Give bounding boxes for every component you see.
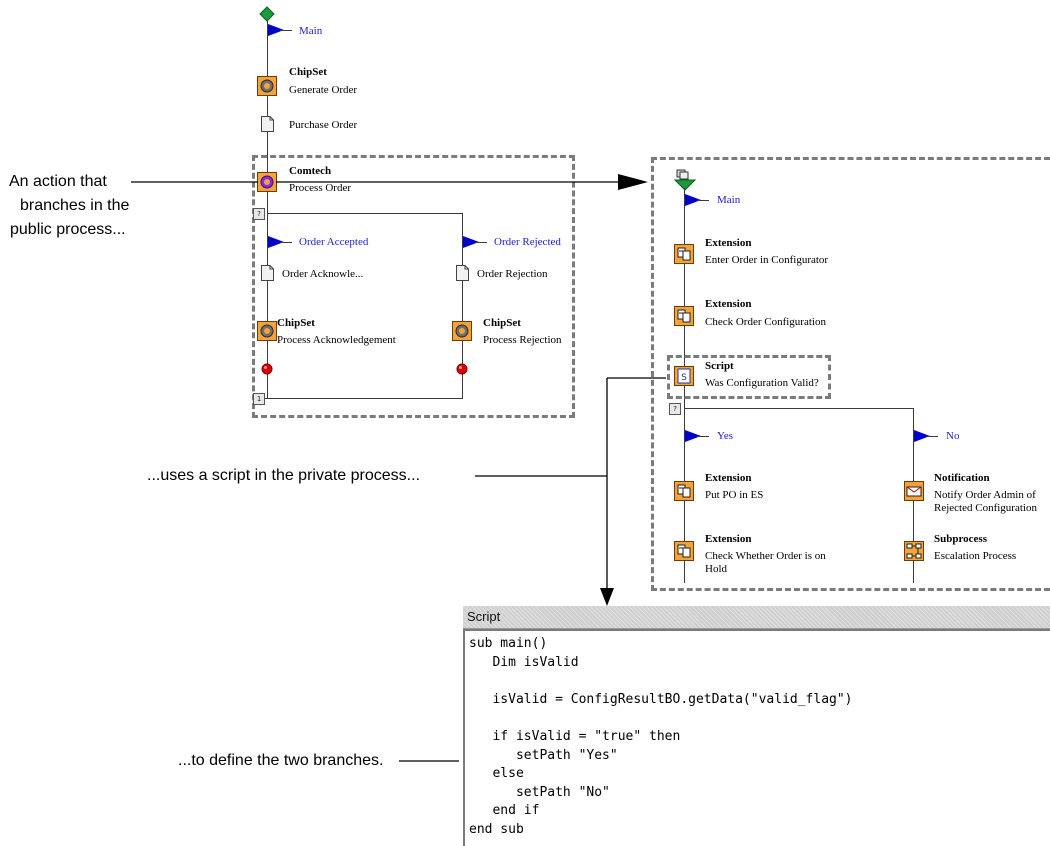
script-panel-title: Script bbox=[467, 609, 501, 624]
callout-action-line1: An action that bbox=[9, 173, 107, 190]
public-branch-dashed-box bbox=[252, 155, 575, 418]
public-branch-split bbox=[267, 213, 463, 214]
flag-icon bbox=[685, 194, 701, 206]
private-main-label: Main bbox=[717, 194, 741, 206]
document-icon[interactable] bbox=[261, 116, 274, 132]
extension-task-icon[interactable] bbox=[674, 481, 694, 501]
script-panel-titlebar: Script bbox=[463, 606, 1050, 629]
document-icon[interactable] bbox=[456, 265, 469, 281]
callout-uses-script: ...uses a script in the private process.… bbox=[147, 467, 421, 484]
ext1-subtitle: Enter Order in Configurator bbox=[705, 254, 829, 266]
script-task-icon[interactable]: S bbox=[674, 366, 694, 386]
doc-ack-label: Order Acknowle... bbox=[282, 268, 364, 280]
ext2-subtitle: Check Order Configuration bbox=[705, 316, 826, 328]
ext2-title: Extension bbox=[705, 298, 752, 310]
script-subtitle: Was Configuration Valid? bbox=[705, 377, 819, 389]
branch-no[interactable]: No bbox=[946, 430, 960, 442]
subprocess-title: Subprocess bbox=[934, 533, 987, 545]
chipset1-title: ChipSet bbox=[289, 66, 327, 78]
branch-yes[interactable]: Yes bbox=[717, 430, 734, 442]
ext1-title: Extension bbox=[705, 237, 752, 249]
flag-connector bbox=[280, 30, 292, 31]
flag-connector bbox=[475, 242, 487, 243]
script-code-area[interactable]: sub main() Dim isValid isValid = ConfigR… bbox=[463, 629, 1050, 846]
private-process-dashed-box bbox=[651, 157, 1050, 591]
public-main-label: Main bbox=[299, 25, 323, 37]
flag-icon bbox=[463, 236, 479, 248]
ext4-title: Extension bbox=[705, 533, 752, 545]
callout-define-branches: ...to define the two branches. bbox=[178, 752, 384, 769]
comtech-title: Comtech bbox=[289, 165, 332, 177]
ext3-subtitle: Put PO in ES bbox=[705, 489, 764, 501]
chipset1-subtitle: Generate Order bbox=[289, 84, 358, 96]
script-title: Script bbox=[705, 360, 734, 372]
decision-marker: ? bbox=[669, 403, 681, 415]
script-code: sub main() Dim isValid isValid = ConfigR… bbox=[469, 636, 853, 837]
callout-action-line2: branches in the bbox=[20, 197, 130, 214]
ext4-subtitle: Check Whether Order is on Hold bbox=[705, 550, 826, 575]
doc-rejection-label: Order Rejection bbox=[477, 268, 548, 280]
purchase-order-label: Purchase Order bbox=[289, 119, 358, 131]
chipset-task-icon[interactable] bbox=[452, 321, 472, 341]
end-point-icon bbox=[261, 363, 273, 375]
flag-icon bbox=[685, 430, 701, 442]
public-branch-right-line bbox=[462, 213, 463, 398]
branch-order-rejected[interactable]: Order Rejected bbox=[494, 236, 561, 248]
subprocess-subtitle: Escalation Process bbox=[934, 550, 1017, 562]
chipset-task-icon[interactable] bbox=[257, 321, 277, 341]
chipset-ack-title: ChipSet bbox=[277, 317, 315, 329]
extension-task-icon[interactable] bbox=[674, 306, 694, 326]
comtech-task-icon[interactable] bbox=[257, 172, 277, 192]
decision-marker: ? bbox=[253, 208, 265, 220]
flag-icon bbox=[268, 236, 284, 248]
chipset-rej-title: ChipSet bbox=[483, 317, 521, 329]
notification-subtitle: Notify Order Admin of Rejected Configura… bbox=[934, 489, 1037, 514]
extension-task-icon[interactable] bbox=[674, 541, 694, 561]
private-branch-split bbox=[684, 408, 914, 409]
join-marker: 1 bbox=[253, 393, 265, 405]
public-main-line bbox=[267, 20, 268, 398]
flag-icon bbox=[268, 24, 284, 36]
notification-task-icon[interactable] bbox=[904, 481, 924, 501]
callout-action-line3: public process... bbox=[10, 221, 126, 238]
chipset-ack-subtitle: Process Acknowledgement bbox=[277, 334, 396, 346]
public-branch-join bbox=[262, 398, 463, 399]
chipset-rej-subtitle: Process Rejection bbox=[483, 334, 562, 346]
end-point-icon bbox=[456, 363, 468, 375]
flag-connector bbox=[280, 242, 292, 243]
comtech-subtitle: Process Order bbox=[289, 182, 352, 194]
script-editor-panel: Script sub main() Dim isValid isValid = … bbox=[463, 606, 1050, 846]
ext3-title: Extension bbox=[705, 472, 752, 484]
chipset-task-icon[interactable] bbox=[257, 76, 277, 96]
document-icon[interactable] bbox=[261, 265, 274, 281]
branch-order-accepted[interactable]: Order Accepted bbox=[299, 236, 369, 248]
subprocess-task-icon[interactable] bbox=[904, 541, 924, 561]
extension-task-icon[interactable] bbox=[674, 244, 694, 264]
svg-text:S: S bbox=[681, 373, 687, 383]
private-start-icon bbox=[674, 169, 696, 191]
flag-connector bbox=[697, 200, 709, 201]
script-highlight-box bbox=[667, 355, 831, 399]
flag-connector bbox=[926, 436, 938, 437]
flag-connector bbox=[697, 436, 709, 437]
flag-icon bbox=[914, 430, 930, 442]
notification-title: Notification bbox=[934, 472, 990, 484]
